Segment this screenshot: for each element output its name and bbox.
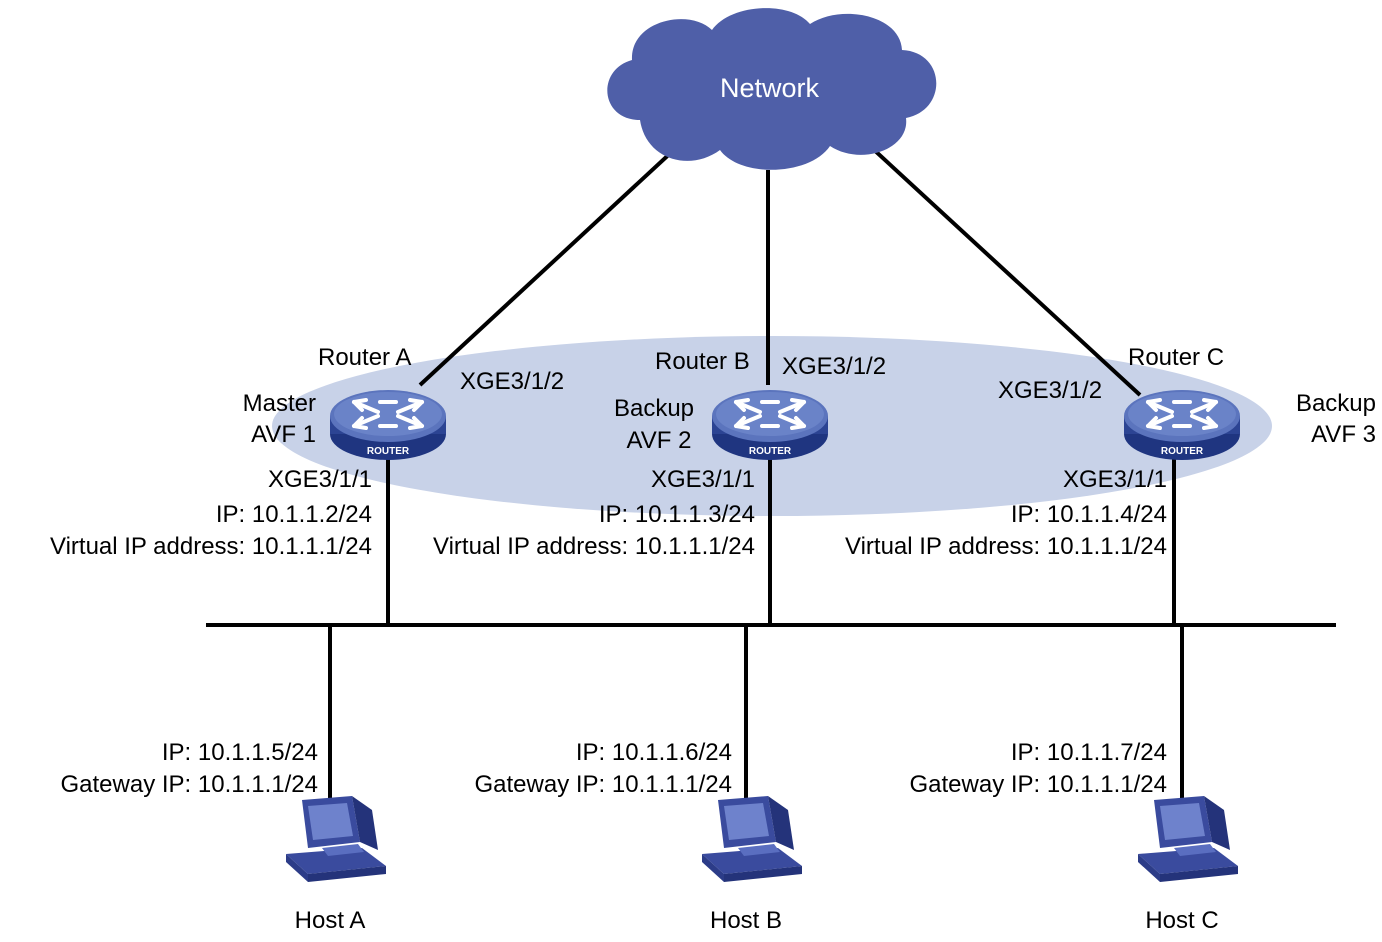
host-b-icon[interactable]: [702, 796, 802, 882]
router-a-badge: ROUTER: [367, 446, 410, 457]
router-c-downlink-port: XGE3/1/1: [1062, 466, 1167, 493]
host-a-gateway: Gateway IP: 10.1.1.1/24: [60, 771, 319, 798]
router-a-downlink-port: XGE3/1/1: [267, 466, 372, 493]
router-b-virtual-ip: Virtual IP address: 10.1.1.1/24: [433, 533, 755, 560]
router-a-role: Master: [242, 390, 316, 417]
router-c-name: Router C: [1128, 344, 1225, 371]
router-c-uplink-port: XGE3/1/2: [998, 377, 1103, 404]
uplink-router-a: [418, 146, 678, 387]
router-c-role: Backup: [1295, 390, 1376, 417]
router-c-ip: IP: 10.1.1.4/24: [1010, 501, 1167, 528]
host-a-ip: IP: 10.1.1.5/24: [161, 739, 318, 766]
host-b-ip: IP: 10.1.1.6/24: [575, 739, 732, 766]
router-a-virtual-ip: Virtual IP address: 10.1.1.1/24: [50, 533, 372, 560]
host-c-icon[interactable]: [1138, 796, 1238, 882]
router-b-icon[interactable]: ROUTER: [710, 388, 830, 462]
router-b-name: Router B: [655, 348, 750, 375]
router-a-ip: IP: 10.1.1.2/24: [215, 501, 372, 528]
host-b-name: Host B: [709, 907, 783, 934]
router-c-virtual-ip: Virtual IP address: 10.1.1.1/24: [845, 533, 1167, 560]
router-c-avf: AVF 3: [1311, 421, 1376, 448]
host-c-ip: IP: 10.1.1.7/24: [1010, 739, 1167, 766]
router-b-badge: ROUTER: [749, 446, 792, 457]
network-label: Network: [720, 73, 820, 103]
host-a-name: Host A: [294, 907, 366, 934]
router-c-badge: ROUTER: [1161, 446, 1204, 457]
router-a-avf: AVF 1: [251, 421, 316, 448]
router-b-role: Backup: [613, 395, 695, 422]
router-b-ip: IP: 10.1.1.3/24: [598, 501, 755, 528]
router-a-icon[interactable]: ROUTER: [328, 388, 448, 462]
host-c-name: Host C: [1145, 907, 1219, 934]
router-b-avf: AVF 2: [626, 427, 692, 454]
router-a-uplink-port: XGE3/1/2: [460, 368, 565, 395]
router-a-name: Router A: [318, 344, 412, 371]
router-b-uplink-port: XGE3/1/2: [782, 353, 887, 380]
network-cloud: [607, 8, 937, 170]
uplink-router-c: [870, 146, 1142, 397]
host-a-icon[interactable]: [286, 796, 386, 882]
router-c-icon[interactable]: ROUTER: [1122, 388, 1242, 462]
host-c-gateway: Gateway IP: 10.1.1.1/24: [909, 771, 1168, 798]
router-b-downlink-port: XGE3/1/1: [650, 466, 755, 493]
host-b-gateway: Gateway IP: 10.1.1.1/24: [474, 771, 733, 798]
